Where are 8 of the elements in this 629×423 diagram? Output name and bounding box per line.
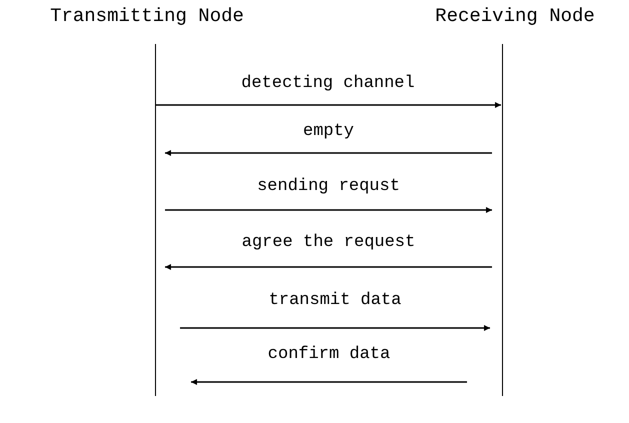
message-arrow	[165, 207, 492, 213]
message-arrow	[155, 102, 501, 108]
message-arrow	[165, 150, 492, 156]
message-arrow	[180, 325, 490, 331]
participant-label: Receiving Node	[435, 4, 595, 28]
message-arrow	[191, 379, 467, 385]
message-arrow	[165, 264, 492, 270]
participant-label: Transmitting Node	[50, 4, 244, 28]
